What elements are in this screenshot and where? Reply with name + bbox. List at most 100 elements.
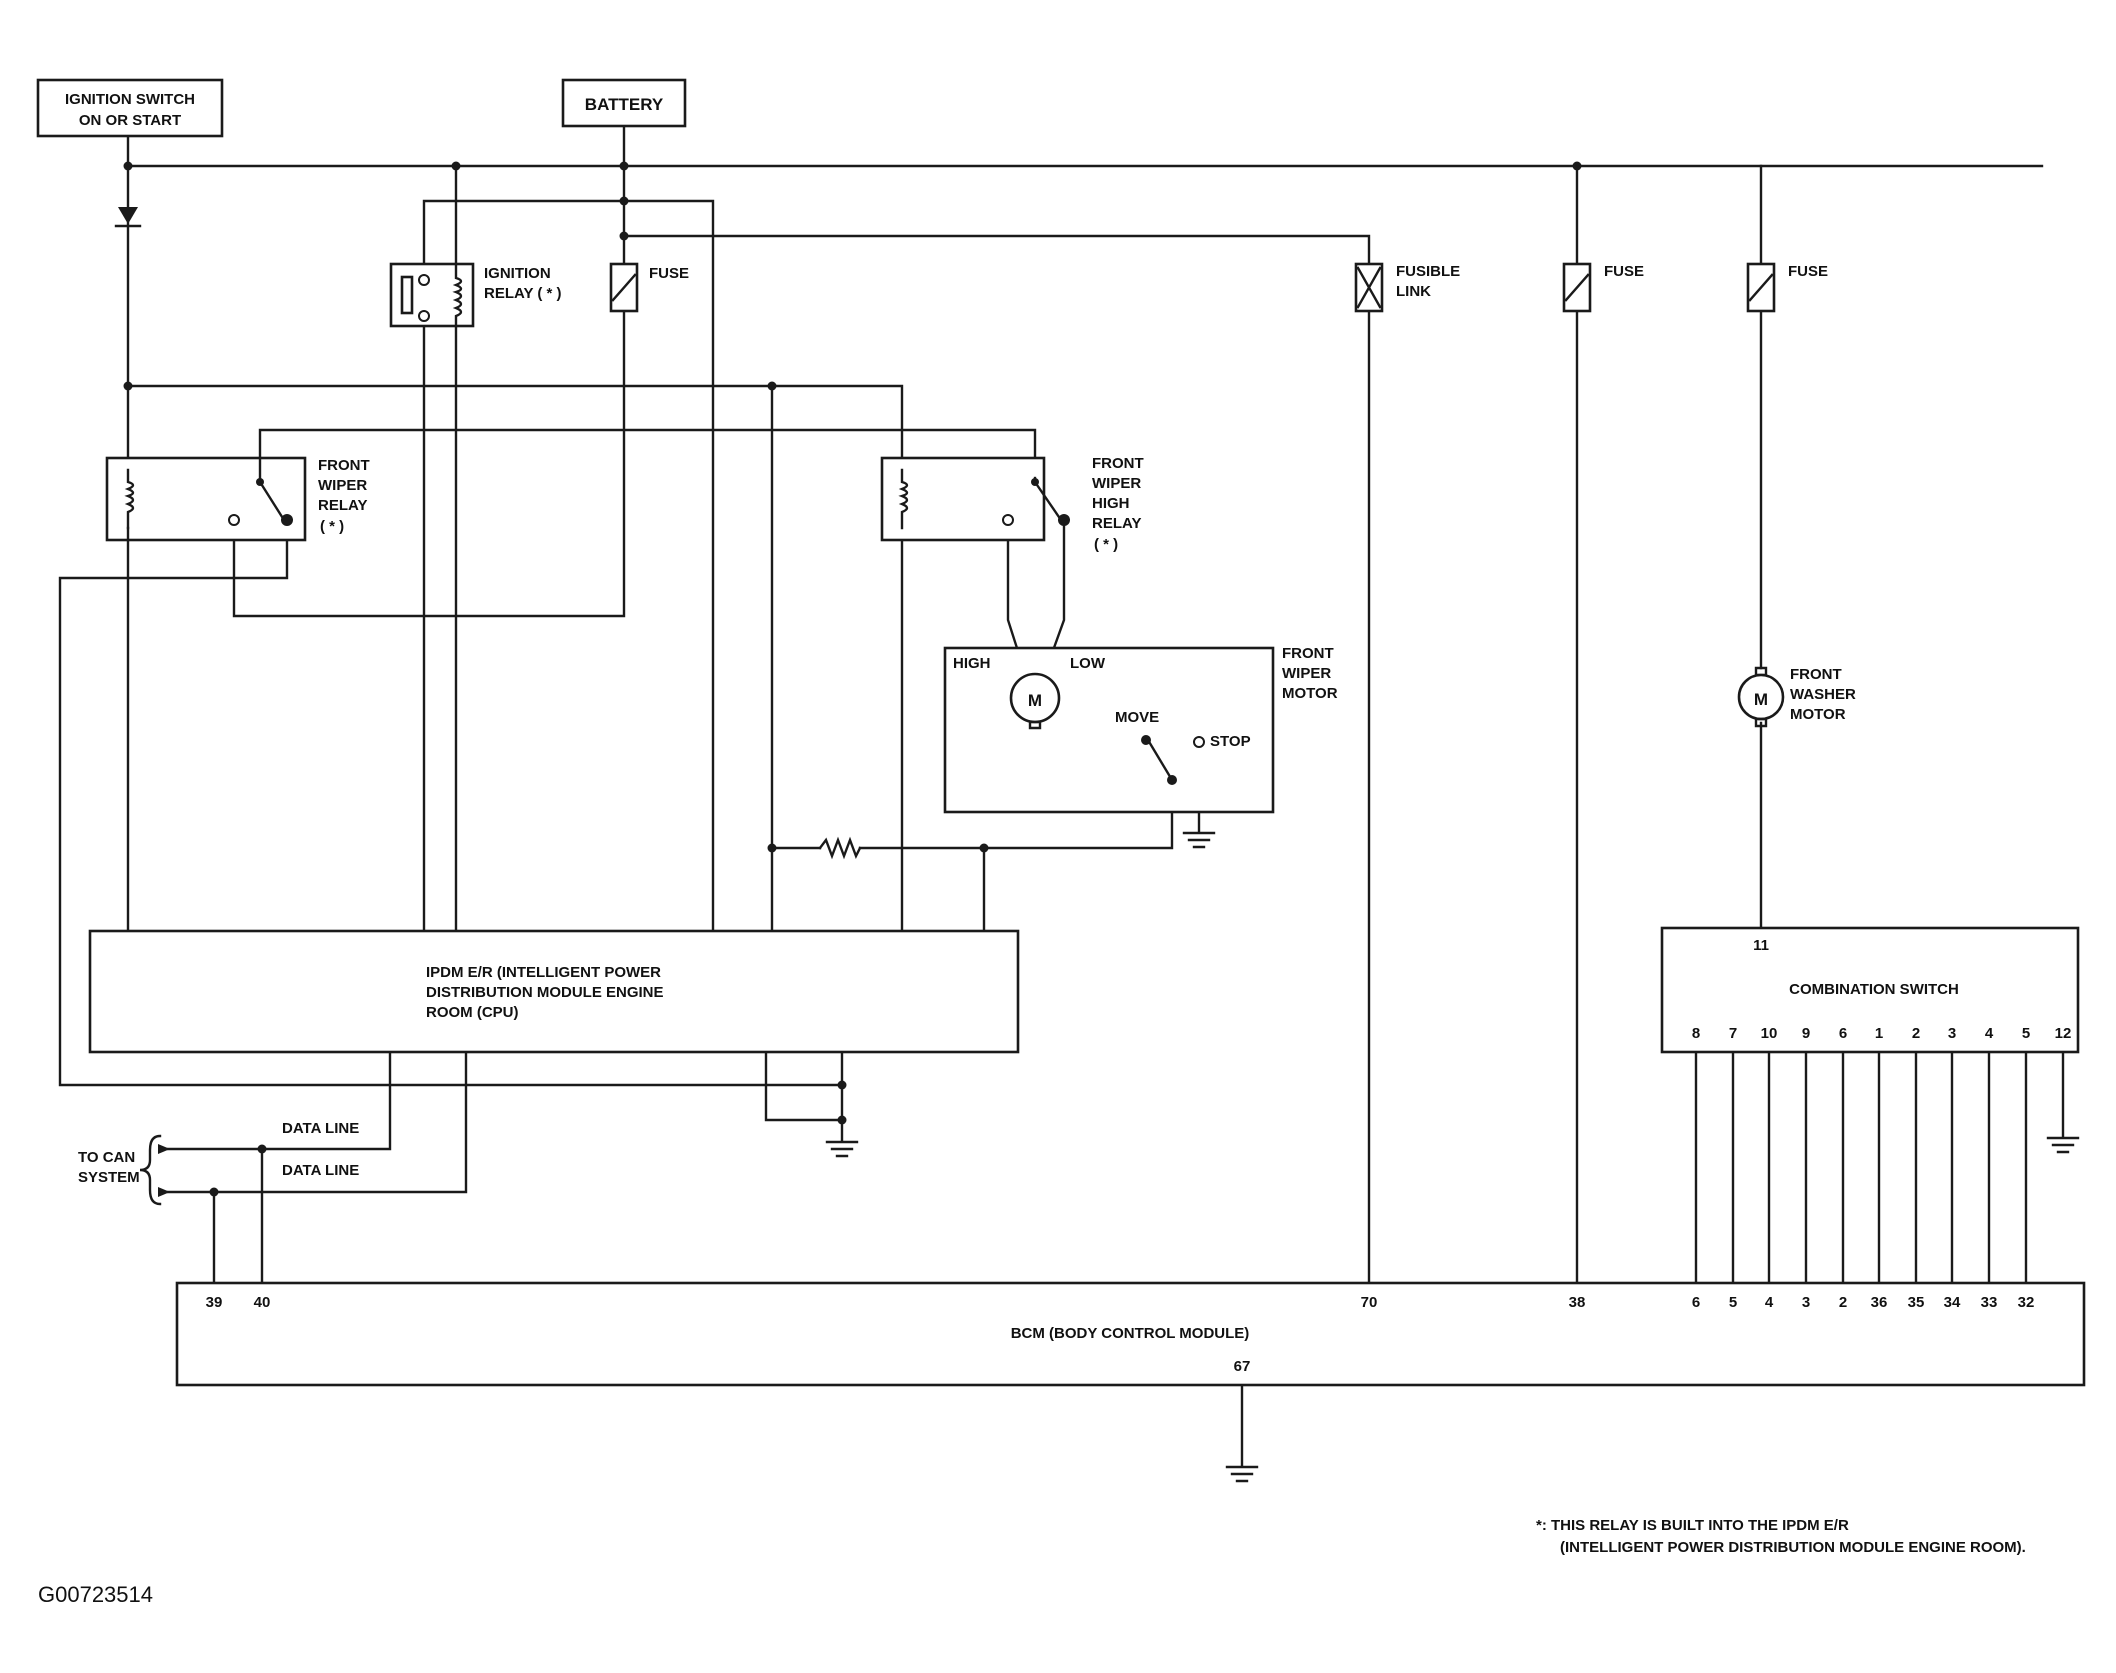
battery: BATTERY: [561, 78, 687, 128]
front-wiper-high-relay-label-1: FRONT: [1092, 455, 1144, 472]
ignition-switch-label-2: ON OR START: [79, 112, 181, 129]
bcm-pin: 33: [1981, 1294, 1998, 1311]
bcm-pin: 3: [1802, 1294, 1810, 1311]
ignition-switch: IGNITION SWITCH ON OR START: [36, 78, 224, 138]
ignition-relay-label-2: RELAY ( * ): [484, 285, 562, 302]
front-wiper-high-relay-label-2: WIPER: [1092, 475, 1141, 492]
bcm-pin-67: 67: [1234, 1358, 1251, 1375]
combination-pin: 5: [2022, 1025, 2030, 1042]
ground-icon: [1182, 831, 1216, 849]
ignition-relay: IGNITION RELAY ( * ): [389, 262, 562, 328]
front-wiper-relay-label-4: ( * ): [320, 518, 344, 535]
image-code: G00723514: [38, 1582, 153, 1607]
combination-pin: 1: [1875, 1025, 1883, 1042]
ipdm-label-2: DISTRIBUTION MODULE ENGINE: [426, 984, 664, 1001]
combination-pin: 7: [1729, 1025, 1737, 1042]
combination-pin: 3: [1948, 1025, 1956, 1042]
battery-to-fusible-wire: [622, 234, 1371, 266]
combination-switch: 11 COMBINATION SWITCH 8 7 10 9 6 1 2 3 4…: [1660, 926, 2080, 1054]
ground-icon: [2046, 1136, 2080, 1154]
bcm-pin: 35: [1908, 1294, 1925, 1311]
diode-icon: [114, 207, 142, 228]
coil-icon: [124, 468, 135, 530]
battery-label: BATTERY: [585, 95, 664, 114]
wiper-relay-output-wire: [58, 518, 844, 1087]
bcm-pin: 36: [1871, 1294, 1888, 1311]
ipdm-label-3: ROOM (CPU): [426, 1004, 519, 1021]
ground-icon: [1225, 1465, 1259, 1483]
bcm-pin: 34: [1944, 1294, 1961, 1311]
wiper-motor-symbol: M: [1028, 691, 1042, 710]
front-washer-motor-label-3: MOTOR: [1790, 706, 1846, 723]
front-wiper-relay-label-1: FRONT: [318, 457, 370, 474]
fusible-link-label-1: FUSIBLE: [1396, 263, 1460, 280]
combination-pin: 9: [1802, 1025, 1810, 1042]
ignition-switch-label-1: IGNITION SWITCH: [65, 91, 195, 108]
ignition-relay-loop-wire: [422, 199, 715, 933]
front-wiper-high-relay-label-4: RELAY: [1092, 515, 1141, 532]
fusible-link: FUSIBLE LINK: [1354, 262, 1460, 313]
can-data-line-2-wire: [158, 1050, 468, 1197]
bcm-pin-38: 38: [1569, 1294, 1586, 1311]
ignition-relay-label-1: IGNITION: [484, 265, 551, 282]
front-wiper-relay: FRONT WIPER RELAY ( * ): [105, 456, 370, 542]
combination-switch-label: COMBINATION SWITCH: [1789, 981, 1959, 998]
front-wiper-relay-label-2: WIPER: [318, 477, 367, 494]
front-wiper-relay-label-3: RELAY: [318, 497, 367, 514]
motor-stop-label: STOP: [1210, 733, 1251, 750]
data-line-label-2: DATA LINE: [282, 1162, 359, 1179]
coil-icon: [898, 468, 909, 530]
combination-pin: 2: [1912, 1025, 1920, 1042]
fuse-label-2: FUSE: [1604, 263, 1644, 280]
front-wiper-motor-label-1: FRONT: [1282, 645, 1334, 662]
bcm-pin: 2: [1839, 1294, 1847, 1311]
bcm-pin-40: 40: [254, 1294, 271, 1311]
front-wiper-motor-label-2: WIPER: [1282, 665, 1331, 682]
combination-pin: 8: [1692, 1025, 1700, 1042]
front-washer-motor-label-2: WASHER: [1790, 686, 1856, 703]
fuse-bcm: FUSE: [1562, 262, 1644, 313]
combination-pin: 10: [1761, 1025, 1778, 1042]
fuse-to-wiper-relay-wire: [232, 309, 626, 618]
front-washer-motor: M FRONT WASHER MOTOR: [1737, 666, 1856, 728]
bcm-pin-70: 70: [1361, 1294, 1378, 1311]
fuse-label-3: FUSE: [1788, 263, 1828, 280]
front-wiper-high-relay-label-3: HIGH: [1092, 495, 1130, 512]
front-washer-motor-label-1: FRONT: [1790, 666, 1842, 683]
combination-pin-11: 11: [1753, 937, 1769, 954]
front-wiper-motor-label-3: MOTOR: [1282, 685, 1338, 702]
ground-icon: [825, 1140, 859, 1158]
can-brace: [139, 1134, 162, 1206]
front-wiper-high-relay: FRONT WIPER HIGH RELAY ( * ): [880, 455, 1144, 553]
front-wiper-high-relay-label-5: ( * ): [1094, 536, 1118, 553]
bcm-pin: 6: [1692, 1294, 1700, 1311]
combination-pin: 4: [1985, 1025, 1994, 1042]
bcm-label: BCM (BODY CONTROL MODULE): [1011, 1325, 1250, 1342]
ipdm-ground-loop-wire: [764, 1050, 844, 1142]
combination-to-bcm-wires: [1694, 1050, 2065, 1285]
fusible-link-label-2: LINK: [1396, 283, 1431, 300]
ipdm-label-1: IPDM E/R (INTELLIGENT POWER: [426, 964, 661, 981]
resistor-icon: [818, 836, 862, 860]
motor-move-label: MOVE: [1115, 709, 1159, 726]
coil-icon: [452, 262, 463, 328]
fuse-label-1: FUSE: [649, 265, 689, 282]
relay-coil-bus-wire: [126, 384, 904, 933]
front-wiper-motor: M HIGH LOW MOVE STOP FRONT WIPER MOTOR: [943, 645, 1338, 814]
fuse-washer: FUSE: [1746, 262, 1828, 313]
bcm-pin: 5: [1729, 1294, 1737, 1311]
can-data-line-1-wire: [158, 1050, 392, 1154]
footnote-line-1: *: THIS RELAY IS BUILT INTO THE IPDM E/R: [1536, 1517, 1849, 1534]
to-can-label-2: SYSTEM: [78, 1169, 140, 1186]
ipdm-module: IPDM E/R (INTELLIGENT POWER DISTRIBUTION…: [88, 929, 1020, 1054]
motor-high-label: HIGH: [953, 655, 991, 672]
fuse-battery: FUSE: [609, 262, 689, 313]
bcm-pin: 4: [1765, 1294, 1774, 1311]
bcm-module: 39 40 70 38 6 5 4 3 2 36 35 34 33 32 BCM…: [175, 1281, 2086, 1387]
to-can-label-1: TO CAN: [78, 1149, 135, 1166]
relay-contact-bus-wire: [258, 428, 1037, 480]
washer-motor-symbol: M: [1754, 690, 1768, 709]
footnote-line-2: (INTELLIGENT POWER DISTRIBUTION MODULE E…: [1560, 1539, 2026, 1556]
combination-pin: 12: [2055, 1025, 2072, 1042]
